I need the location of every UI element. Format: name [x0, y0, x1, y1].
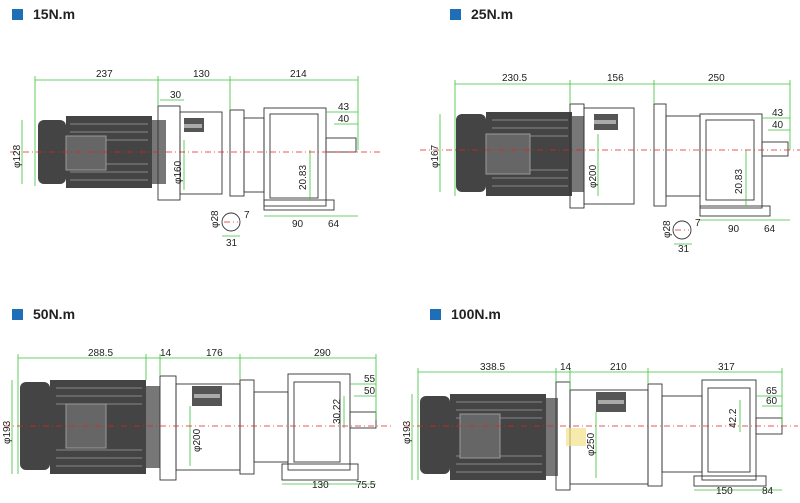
dim-output-length: 290 — [314, 348, 331, 359]
motor-flange — [146, 386, 160, 468]
dim-key-depth: 31 — [226, 238, 238, 249]
dim-height: 20.83 — [734, 169, 745, 194]
dim-height: 20.83 — [298, 165, 309, 190]
dim-shaft-b: 40 — [772, 120, 784, 131]
dim-motor-length: 288.5 — [88, 348, 113, 359]
shaft-section — [221, 212, 241, 232]
dim-shaft-b: 60 — [766, 396, 778, 407]
dim-motor-dia: φ167 — [430, 144, 441, 168]
dim-base-b: 64 — [328, 219, 340, 230]
dim-shaft-b: 40 — [338, 114, 350, 125]
dim-gear-length: 156 — [607, 73, 624, 84]
dim-flange: 30 — [170, 90, 182, 101]
dim-flange: 14 — [160, 348, 172, 359]
panel-title-text: 25N.m — [471, 6, 514, 22]
dim-flange-dia: φ160 — [173, 160, 184, 184]
motor-drawing: 237 130 214 30 43 40 φ128 φ160 20.83 90 … — [10, 69, 380, 249]
dim-motor-dia: φ193 — [402, 420, 413, 444]
dim-shaft-a: 43 — [772, 108, 784, 119]
motor-drawing: 338.5 14 210 317 65 60 φ193 φ250 42.2 15… — [402, 362, 798, 497]
motor-fan-cover — [420, 396, 450, 474]
dim-shaft-a: 65 — [766, 386, 778, 397]
dim-shaft-a: 55 — [364, 374, 376, 385]
bullet-icon — [450, 8, 461, 20]
output-shaft — [761, 141, 789, 157]
bullet-icon — [12, 8, 23, 20]
panel-25nm: 25N.m 230.5 156 — [400, 0, 800, 255]
dim-flange-dia: φ200 — [192, 428, 203, 452]
panel-100nm: 100N.m 338.5 14 21 — [400, 300, 800, 503]
dim-base-a: 150 — [716, 486, 733, 497]
dim-flange-dia: φ200 — [588, 164, 599, 188]
panel-title: 100N.m — [430, 306, 501, 322]
dim-motor-length: 338.5 — [480, 362, 505, 373]
dim-base-a: 130 — [312, 480, 329, 491]
output-shaft — [325, 137, 357, 153]
dim-height: 42.2 — [728, 408, 739, 428]
dim-base-b: 64 — [764, 224, 776, 235]
dim-motor-length: 230.5 — [502, 73, 527, 84]
dim-shaft-dia: φ28 — [210, 210, 221, 228]
dim-output-length: 317 — [718, 362, 735, 373]
panel-15nm: 15N.m — [0, 0, 400, 250]
motor-fan-cover — [456, 114, 486, 192]
dim-motor-dia: φ193 — [2, 420, 13, 444]
dim-key-depth: 31 — [678, 244, 690, 255]
shaft-section — [672, 220, 692, 240]
panel-title-text: 15N.m — [33, 6, 76, 22]
dim-gear-length: 130 — [193, 69, 210, 80]
dim-output-length: 214 — [290, 69, 307, 80]
bullet-icon — [430, 308, 441, 320]
panel-title: 15N.m — [12, 6, 75, 22]
dim-height: 30.22 — [332, 399, 343, 424]
panel-title-text: 50N.m — [33, 306, 76, 322]
dim-base-b: 75.5 — [356, 480, 376, 491]
motor-flange — [572, 116, 584, 192]
motor-drawing: 288.5 14 176 290 55 50 φ193 φ200 30.22 1… — [2, 348, 394, 491]
dim-gear-length: 176 — [206, 348, 223, 359]
dim-base-b: 84 — [762, 486, 774, 497]
panel-50nm: 50N.m 288.5 14 176 — [0, 300, 400, 503]
motor-flange — [546, 398, 558, 476]
dim-shaft-dia: φ28 — [662, 220, 673, 238]
dim-shaft-a: 43 — [338, 102, 350, 113]
panel-title-text: 100N.m — [451, 306, 501, 322]
motor-drawing: 230.5 156 250 43 40 φ167 φ200 20.83 90 6… — [420, 73, 800, 255]
panel-title: 25N.m — [450, 6, 513, 22]
dim-gear-length: 210 — [610, 362, 627, 373]
gear-housing — [159, 375, 177, 481]
dim-flange: 14 — [560, 362, 572, 373]
dim-motor-length: 237 — [96, 69, 113, 80]
dim-base-a: 90 — [292, 219, 304, 230]
dim-motor-dia: φ128 — [12, 144, 23, 168]
dim-key: 7 — [695, 218, 701, 229]
dim-base-a: 90 — [728, 224, 740, 235]
dim-shaft-b: 50 — [364, 386, 376, 397]
dim-key: 7 — [244, 210, 250, 221]
bullet-icon — [12, 308, 23, 320]
panel-title: 50N.m — [12, 306, 75, 322]
dim-output-length: 250 — [708, 73, 725, 84]
dim-flange-dia: φ250 — [586, 432, 597, 456]
